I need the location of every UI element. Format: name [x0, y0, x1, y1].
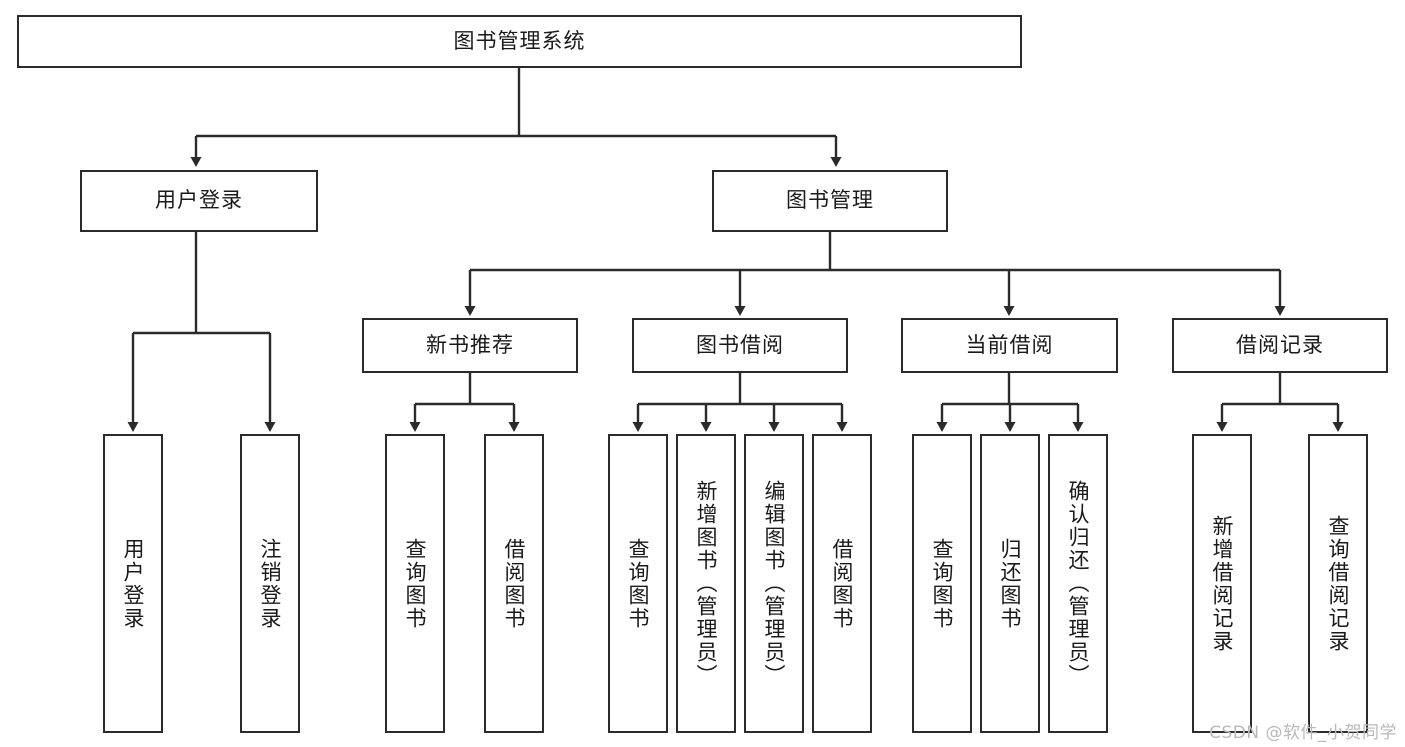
- watermark: CSDN @软件_小贺同学: [1209, 723, 1397, 743]
- leaf-return-book-label: 归还图书: [998, 537, 1023, 630]
- leaf-confirm-return[interactable]: 确认归还（管理员）: [1048, 434, 1108, 733]
- leaf-query-book-3-label: 查询图书: [930, 537, 955, 630]
- leaf-user-login[interactable]: 用户登录: [103, 434, 163, 733]
- leaf-query-book-1-label: 查询图书: [403, 537, 428, 630]
- node-book-manage-label: 图书管理: [786, 188, 874, 213]
- leaf-add-book[interactable]: 新增图书（管理员）: [676, 434, 736, 733]
- leaf-query-book-2[interactable]: 查询图书: [608, 434, 668, 733]
- leaf-query-book-2-label: 查询图书: [626, 537, 651, 630]
- node-user-login-label: 用户登录: [155, 188, 243, 213]
- leaf-borrow-book-1-label: 借阅图书: [502, 537, 527, 630]
- leaf-edit-book-label: 编辑图书（管理员）: [762, 480, 787, 687]
- leaf-query-book-1[interactable]: 查询图书: [385, 434, 445, 733]
- leaf-user-login-label: 用户登录: [121, 537, 146, 630]
- node-borrow-record[interactable]: 借阅记录: [1172, 318, 1388, 373]
- leaf-logout-label: 注销登录: [258, 537, 283, 630]
- node-root-label: 图书管理系统: [453, 28, 586, 53]
- leaf-query-book-3[interactable]: 查询图书: [912, 434, 972, 733]
- leaf-add-record-label: 新增借阅记录: [1210, 514, 1235, 653]
- node-new-book-recommend[interactable]: 新书推荐: [362, 318, 578, 373]
- leaf-edit-book[interactable]: 编辑图书（管理员）: [744, 434, 804, 733]
- leaf-confirm-return-label: 确认归还（管理员）: [1066, 480, 1091, 687]
- leaf-borrow-book-2-label: 借阅图书: [830, 537, 855, 630]
- leaf-borrow-book-2[interactable]: 借阅图书: [812, 434, 872, 733]
- leaf-add-book-label: 新增图书（管理员）: [694, 480, 719, 687]
- node-new-book-recommend-label: 新书推荐: [426, 332, 514, 357]
- leaf-query-record-label: 查询借阅记录: [1326, 514, 1351, 653]
- node-current-borrow[interactable]: 当前借阅: [901, 318, 1118, 373]
- leaf-query-record[interactable]: 查询借阅记录: [1308, 434, 1368, 733]
- node-borrow-record-label: 借阅记录: [1236, 332, 1324, 357]
- leaf-logout[interactable]: 注销登录: [240, 434, 300, 733]
- leaf-return-book[interactable]: 归还图书: [980, 434, 1040, 733]
- leaf-borrow-book-1[interactable]: 借阅图书: [484, 434, 544, 733]
- node-current-borrow-label: 当前借阅: [965, 332, 1054, 357]
- leaf-add-record[interactable]: 新增借阅记录: [1192, 434, 1252, 733]
- node-book-borrow[interactable]: 图书借阅: [632, 318, 848, 373]
- node-user-login[interactable]: 用户登录: [80, 170, 318, 232]
- node-book-borrow-label: 图书借阅: [696, 332, 784, 357]
- node-root[interactable]: 图书管理系统: [17, 15, 1022, 68]
- node-book-manage[interactable]: 图书管理: [712, 170, 948, 232]
